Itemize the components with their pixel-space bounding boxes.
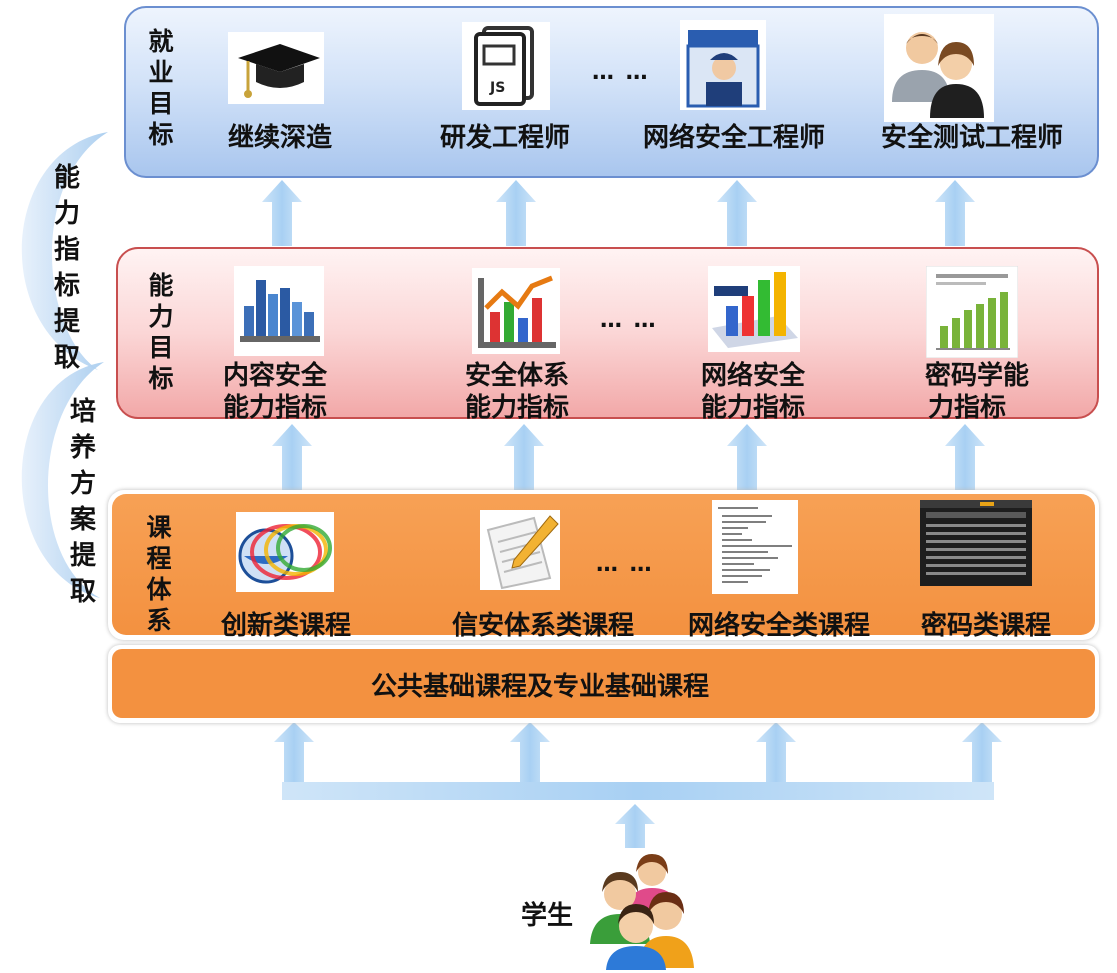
base-course-layer [112, 649, 1095, 718]
course-ellipsis: … … [596, 552, 654, 577]
svg-text:JS: JS [489, 80, 505, 96]
security-guard-icon [680, 20, 766, 110]
graduation-cap-icon [228, 32, 324, 104]
ability-item-1-line2: 能力指标 [222, 393, 327, 423]
numbers-chart-icon [708, 266, 800, 352]
ability-item-2-line1: 安全体系 [464, 361, 569, 391]
ability-item-2-line2: 能力指标 [464, 393, 569, 423]
ability-item-4-line1: 密码学能 [924, 361, 1029, 391]
job-item-4: 安全测试工程师 [880, 123, 1063, 153]
ability-item-3-line1: 网络安全 [700, 361, 805, 391]
upper-arc-shape [21, 132, 108, 370]
job-ellipsis: … … [592, 60, 650, 85]
job-layer-label: 就业 目标 [148, 27, 174, 149]
ability-ellipsis: … … [600, 308, 658, 333]
ability-item-3-line2: 能力指标 [700, 393, 805, 423]
course-item-2: 信安体系类课程 [451, 611, 634, 641]
globe-ring-icon [236, 512, 334, 592]
job-item-1: 继续深造 [227, 123, 332, 153]
trend-chart-icon [472, 268, 560, 354]
job-item-2: 研发工程师 [439, 123, 570, 153]
terminal-screen-icon [920, 500, 1032, 586]
arrows-to-ability [272, 424, 985, 490]
course-item-3: 网络安全类课程 [687, 611, 870, 641]
student-label: 学生 [520, 901, 573, 931]
people-icon [884, 14, 994, 122]
green-bar-chart-icon [926, 266, 1018, 358]
bar-chart-3d-icon [234, 266, 324, 356]
arrows-to-base [274, 722, 1002, 848]
ability-layer-label: 能力 目标 [148, 271, 174, 393]
js-file-icon: JS [462, 22, 550, 110]
students-group-icon [590, 854, 694, 970]
upper-arc-label: 能力 指标 提取 [53, 163, 80, 373]
code-listing-icon [712, 500, 798, 594]
ability-item-4-line2: 力指标 [927, 393, 1006, 423]
course-layer-label: 课程 体系 [146, 513, 172, 635]
arrows-to-job [262, 180, 975, 246]
lower-arc-label: 培养 方案 提取 [69, 397, 96, 607]
base-layer-label: 公共基础课程及专业基础课程 [370, 672, 709, 702]
side-arcs [21, 132, 108, 598]
ability-item-1-line1: 内容安全 [222, 361, 327, 391]
lower-arc-shape [21, 362, 104, 598]
course-item-4: 密码类课程 [920, 611, 1051, 641]
job-item-3: 网络安全工程师 [642, 123, 825, 153]
course-item-1: 创新类课程 [220, 611, 351, 641]
document-pencil-icon [480, 510, 560, 590]
